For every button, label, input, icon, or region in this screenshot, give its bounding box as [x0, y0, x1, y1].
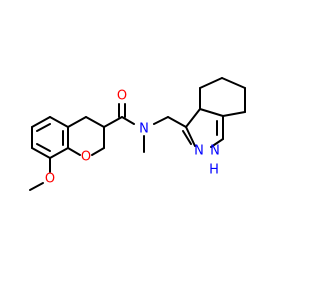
bond: [31, 147, 51, 159]
ring-oxygen-label: O: [81, 150, 91, 165]
bond: [85, 116, 105, 128]
bond: [121, 116, 135, 125]
bond: [67, 147, 81, 156]
amide-nitrogen-label: N: [139, 122, 149, 137]
bond: [49, 116, 69, 128]
methoxy-oxygen-label: O: [45, 172, 55, 187]
bond: [29, 182, 44, 191]
bond: [185, 108, 201, 128]
bond: [167, 116, 187, 128]
bond: [222, 111, 246, 117]
pyrazole-n1-hydrogen-label: H: [209, 163, 219, 178]
bond: [210, 138, 224, 148]
bond: [91, 147, 105, 156]
bond: [49, 147, 69, 159]
bond: [199, 108, 224, 117]
molecule-structure-diagram: O N O O N N H: [29, 77, 246, 191]
bonds: [29, 77, 246, 191]
atom-labels: O N O O N N H: [45, 89, 220, 187]
carbonyl-oxygen-label: O: [117, 89, 127, 104]
bond: [153, 116, 169, 125]
bond-double-inner: [36, 123, 51, 132]
bond: [221, 77, 246, 89]
pyrazole-n1-label: N: [210, 144, 220, 159]
bond: [185, 126, 196, 147]
bond: [199, 77, 223, 89]
pyrazole-n2-label: N: [194, 144, 204, 159]
bond: [31, 116, 51, 128]
bond: [103, 116, 123, 128]
bond-double-inner: [182, 130, 192, 145]
bond: [67, 116, 87, 128]
bond-double-inner: [36, 143, 51, 152]
